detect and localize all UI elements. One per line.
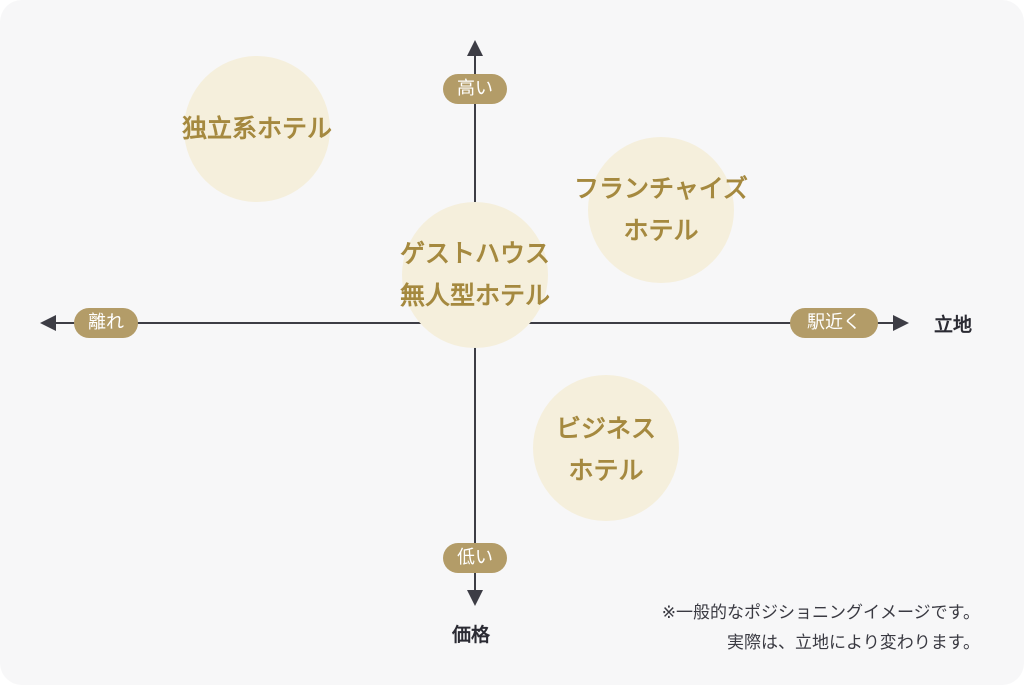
segment-line: フランチャイズ (573, 174, 748, 203)
arrow-left-icon (40, 315, 56, 331)
segment-line: ホテル (623, 216, 699, 245)
segment-guesthouse: ゲストハウス 無人型ホテル (365, 233, 585, 317)
segment-line: ホテル (568, 456, 644, 485)
arrow-right-icon (893, 315, 909, 331)
segment-independent-hotel: 独立系ホテル (150, 108, 364, 150)
price-axis-name: 価格 (452, 624, 491, 646)
footnote: ※一般的なポジショニングイメージです。 実際は、立地により変わります。 (662, 598, 980, 658)
segment-line: 独立系ホテル (181, 114, 332, 143)
location-far-label: 離れ (74, 308, 138, 338)
location-near-label: 駅近く (790, 308, 878, 338)
bubble-franchise-hotel (588, 137, 734, 283)
price-low-label: 低い (443, 543, 507, 573)
segment-line: ゲストハウス (399, 239, 550, 268)
arrow-up-icon (467, 40, 483, 56)
segment-line: ビジネス (555, 414, 656, 443)
bubble-business-hotel (533, 375, 679, 521)
segment-business-hotel: ビジネス ホテル (505, 408, 707, 492)
footnote-line-2: 実際は、立地により変わります。 (727, 633, 980, 653)
footnote-line-1: ※一般的なポジショニングイメージです。 (661, 603, 980, 623)
segment-line: 無人型ホテル (399, 281, 550, 310)
price-high-label: 高い (443, 74, 507, 104)
arrow-down-icon (467, 590, 483, 606)
bubble-independent-hotel (184, 56, 330, 202)
segment-franchise-hotel: フランチャイズ ホテル (540, 168, 782, 252)
bubble-guesthouse (402, 202, 548, 348)
location-axis-name: 立地 (934, 314, 973, 336)
